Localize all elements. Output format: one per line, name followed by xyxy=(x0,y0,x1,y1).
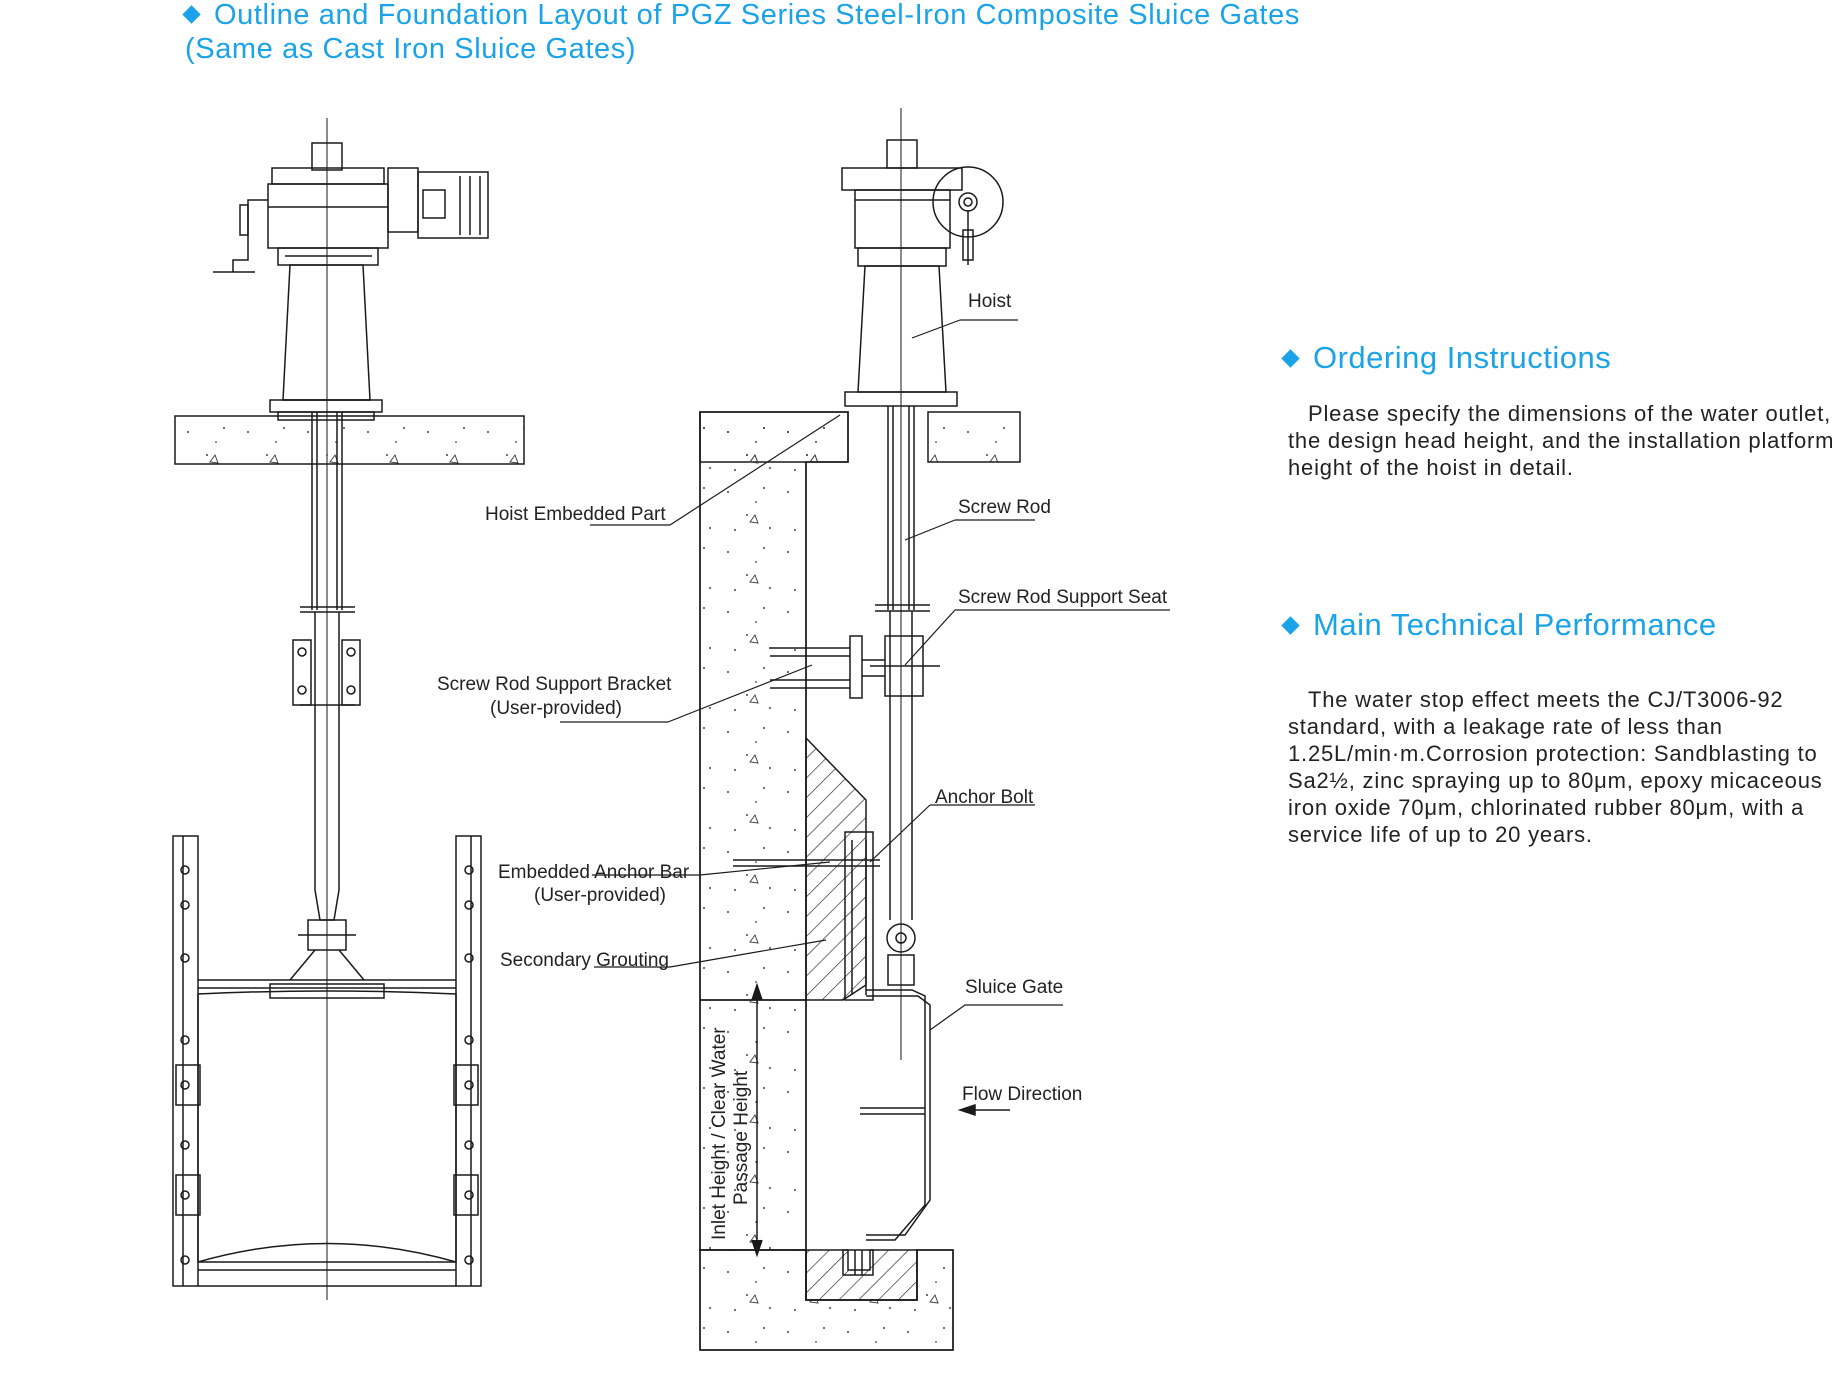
label-flow-direction: Flow Direction xyxy=(962,1084,1082,1105)
front-rail-bolts xyxy=(180,865,474,1265)
label-bracket-line2: (User-provided) xyxy=(490,698,622,719)
label-bracket-line1: Screw Rod Support Bracket xyxy=(437,674,672,695)
label-hoist: Hoist xyxy=(968,291,1012,312)
label-hoist-embedded: Hoist Embedded Part xyxy=(485,504,666,525)
diagram-labels: Hoist Hoist Embedded Part Screw Rod Scre… xyxy=(437,291,1168,1240)
page-title: Outline and Foundation Layout of PGZ Ser… xyxy=(182,0,1300,66)
performance-heading: Main Technical Performance xyxy=(1281,607,1717,643)
label-anchor-bolt: Anchor Bolt xyxy=(935,787,1034,808)
ordering-heading-text: Ordering Instructions xyxy=(1313,340,1612,375)
label-anchor-bar-line1: Embedded Anchor Bar xyxy=(498,862,690,883)
front-view xyxy=(172,118,525,1300)
performance-body: The water stop effect meets the CJ/T3006… xyxy=(1288,687,1823,847)
ordering-heading: Ordering Instructions xyxy=(1281,340,1612,376)
ordering-body: Please specify the dimensions of the wat… xyxy=(1288,401,1835,480)
performance-heading-text: Main Technical Performance xyxy=(1313,607,1717,642)
label-inlet-line1: Inlet Height / Clear Water xyxy=(709,1027,730,1240)
label-sluice-gate: Sluice Gate xyxy=(965,977,1063,998)
label-inlet-line2: Passage Height xyxy=(731,1070,752,1205)
leader-lines xyxy=(560,319,1170,1031)
label-screw-rod: Screw Rod xyxy=(958,497,1051,518)
section-view xyxy=(699,108,1021,1351)
label-secondary-grouting: Secondary Grouting xyxy=(500,950,669,971)
title-line-2: (Same as Cast Iron Sluice Gates) xyxy=(185,33,637,65)
title-line-1: Outline and Foundation Layout of PGZ Ser… xyxy=(214,0,1300,31)
label-screw-rod-seat: Screw Rod Support Seat xyxy=(958,587,1168,608)
label-anchor-bar-line2: (User-provided) xyxy=(534,885,666,906)
